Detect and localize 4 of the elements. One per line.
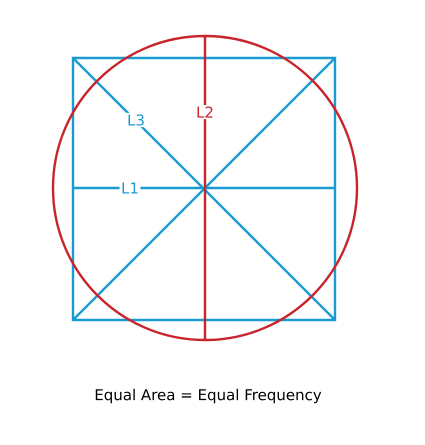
- caption: Equal Area = Equal Frequency: [96, 388, 322, 404]
- line-label: L2: [194, 104, 216, 120]
- line-label: L1: [120, 181, 140, 195]
- line-label: L3: [126, 112, 146, 128]
